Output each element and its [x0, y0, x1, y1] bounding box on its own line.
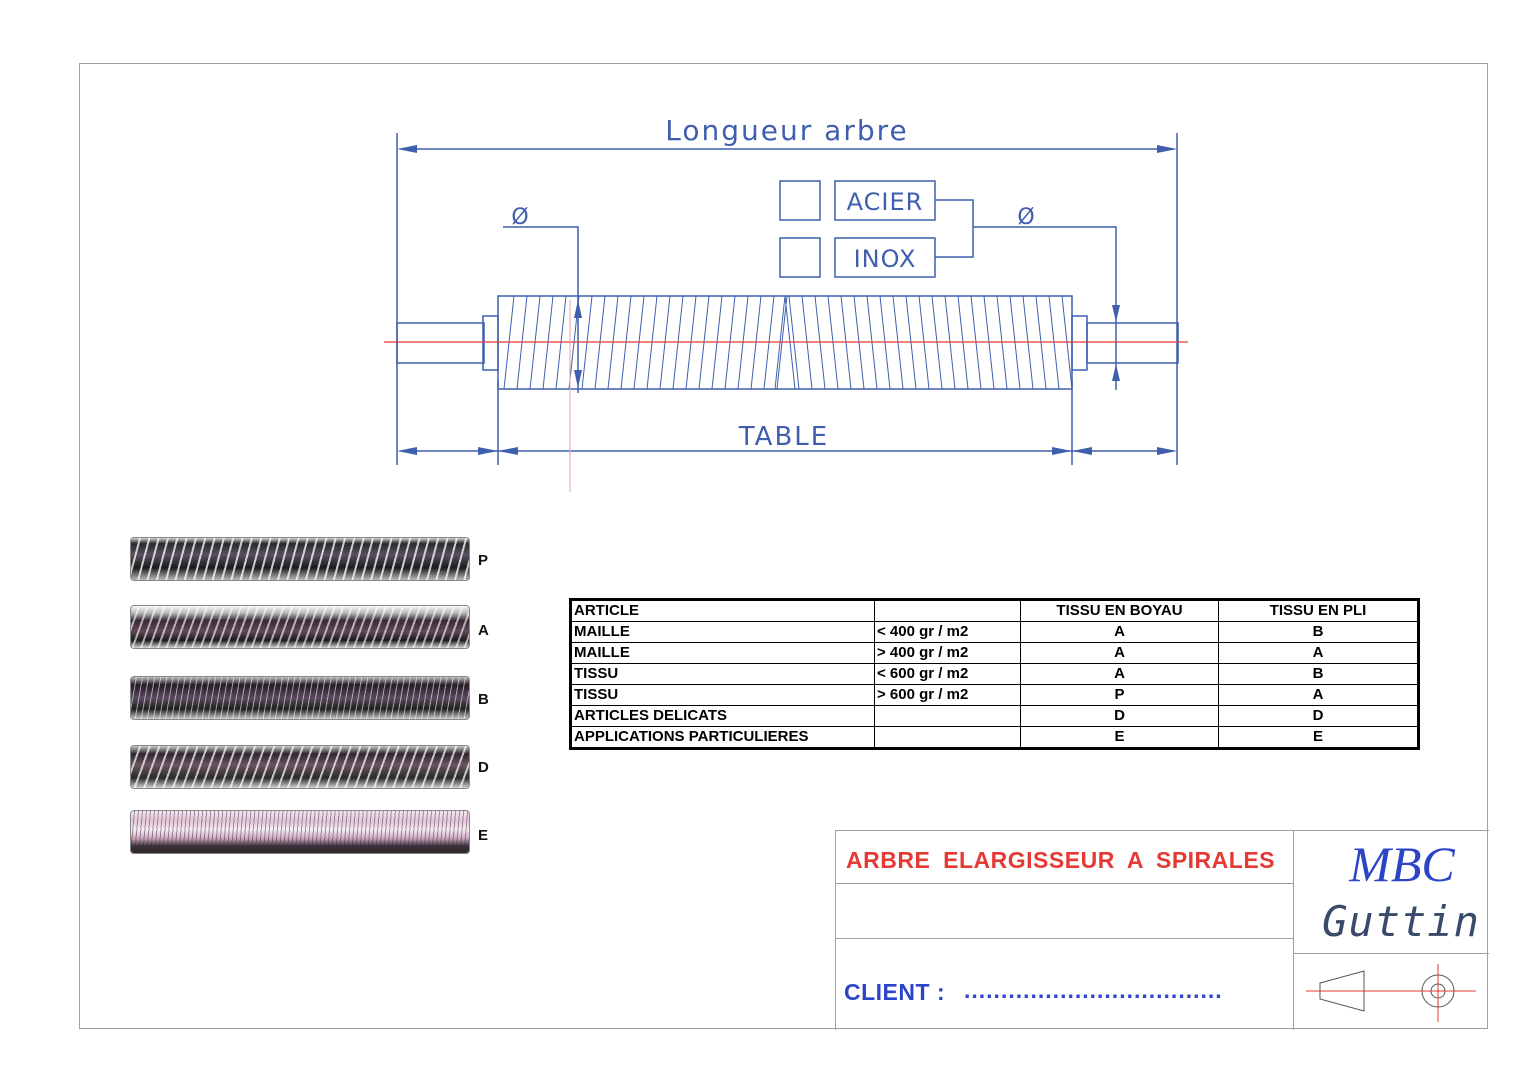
- sample-label-e: E: [478, 827, 489, 844]
- client-value: ...................................: [964, 977, 1223, 1003]
- header-tissu-pli: TISSU EN PLI: [1218, 600, 1418, 622]
- table-header-row: ARTICLE TISSU EN BOYAU TISSU EN PLI: [571, 600, 1418, 622]
- sample-photo-b: [130, 676, 470, 720]
- company-logo-guttin: Guttin: [1322, 897, 1480, 946]
- inox-checkbox: [779, 237, 821, 278]
- length-label: Longueur arbre: [665, 114, 908, 147]
- sample-photo-e: [130, 810, 470, 854]
- bottom-arrow-6: [1157, 447, 1177, 455]
- cell-weight: < 600 gr / m2: [874, 663, 1021, 685]
- length-arrow-left: [397, 145, 417, 153]
- title-block: ARBRE ELARGISSEUR A SPIRALES CLIENT : ..…: [835, 830, 1489, 1030]
- cell-article: MAILLE: [571, 642, 875, 664]
- drawing-title: ARBRE ELARGISSEUR A SPIRALES: [846, 847, 1276, 873]
- bottom-arrow-3: [498, 447, 518, 455]
- sample-label-b: B: [478, 691, 489, 708]
- cell-tissu-boyau: D: [1020, 705, 1219, 727]
- cell-tissu-boyau: A: [1020, 621, 1219, 643]
- projection-symbol: [1306, 964, 1476, 1022]
- sample-label-d: D: [478, 759, 489, 776]
- cell-weight: > 400 gr / m2: [874, 642, 1021, 664]
- bottom-arrow-5: [1072, 447, 1092, 455]
- cell-weight: [874, 726, 1021, 748]
- diameter-symbol-right: Ø: [1017, 205, 1034, 230]
- diameter-arrow-left-top: [574, 300, 582, 318]
- cell-tissu-pli: A: [1218, 684, 1418, 706]
- bottom-arrow-1: [397, 447, 417, 455]
- inox-label: INOX: [854, 245, 917, 273]
- header-weight: [874, 600, 1021, 622]
- client-label: CLIENT :: [844, 979, 946, 1005]
- cell-article: TISSU: [571, 684, 875, 706]
- cell-weight: < 400 gr / m2: [874, 621, 1021, 643]
- spec-table: ARTICLE TISSU EN BOYAU TISSU EN PLI MAIL…: [569, 598, 1420, 750]
- acier-checkbox: [779, 180, 821, 221]
- drawing-frame: [79, 63, 1488, 1029]
- cell-tissu-pli: A: [1218, 642, 1418, 664]
- cell-tissu-pli: B: [1218, 663, 1418, 685]
- cell-tissu-boyau: P: [1020, 684, 1219, 706]
- shaft-collar-left: [482, 315, 499, 371]
- bottom-arrow-2: [478, 447, 498, 455]
- sample-photo-p: [130, 537, 470, 581]
- cell-article: ARTICLES DELICATS: [571, 705, 875, 727]
- table-label: TABLE: [738, 422, 829, 452]
- diameter-arrow-left-bottom: [574, 370, 582, 388]
- diameter-leader-left: [503, 226, 579, 393]
- cell-tissu-pli: E: [1218, 726, 1418, 748]
- diameter-symbol-left: Ø: [511, 205, 528, 230]
- shaft-end-right: [1086, 322, 1179, 364]
- diameter-arrow-right-top: [1112, 305, 1120, 322]
- sample-photo-a: [130, 605, 470, 649]
- cell-tissu-boyau: A: [1020, 663, 1219, 685]
- diameter-arrow-right-bottom: [1112, 364, 1120, 381]
- cell-weight: > 600 gr / m2: [874, 684, 1021, 706]
- bottom-arrow-4: [1052, 447, 1072, 455]
- cell-tissu-pli: B: [1218, 621, 1418, 643]
- cell-article: TISSU: [571, 663, 875, 685]
- length-arrow-right: [1157, 145, 1177, 153]
- cell-article: MAILLE: [571, 621, 875, 643]
- cell-article: APPLICATIONS PARTICULIERES: [571, 726, 875, 748]
- diameter-leader-right: [1010, 226, 1117, 390]
- header-tissu-boyau: TISSU EN BOYAU: [1020, 600, 1219, 622]
- cell-tissu-boyau: A: [1020, 642, 1219, 664]
- cell-tissu-boyau: E: [1020, 726, 1219, 748]
- shaft-collar-right: [1071, 315, 1088, 371]
- cell-tissu-pli: D: [1218, 705, 1418, 727]
- sample-label-a: A: [478, 622, 489, 639]
- company-logo-mbc: MBC: [1349, 836, 1455, 892]
- sample-photo-d: [130, 745, 470, 789]
- sample-label-p: P: [478, 552, 489, 569]
- material-bracket: [935, 199, 974, 258]
- cell-weight: [874, 705, 1021, 727]
- acier-label: ACIER: [847, 188, 924, 216]
- shaft-end-left: [396, 322, 485, 364]
- header-article: ARTICLE: [571, 600, 875, 622]
